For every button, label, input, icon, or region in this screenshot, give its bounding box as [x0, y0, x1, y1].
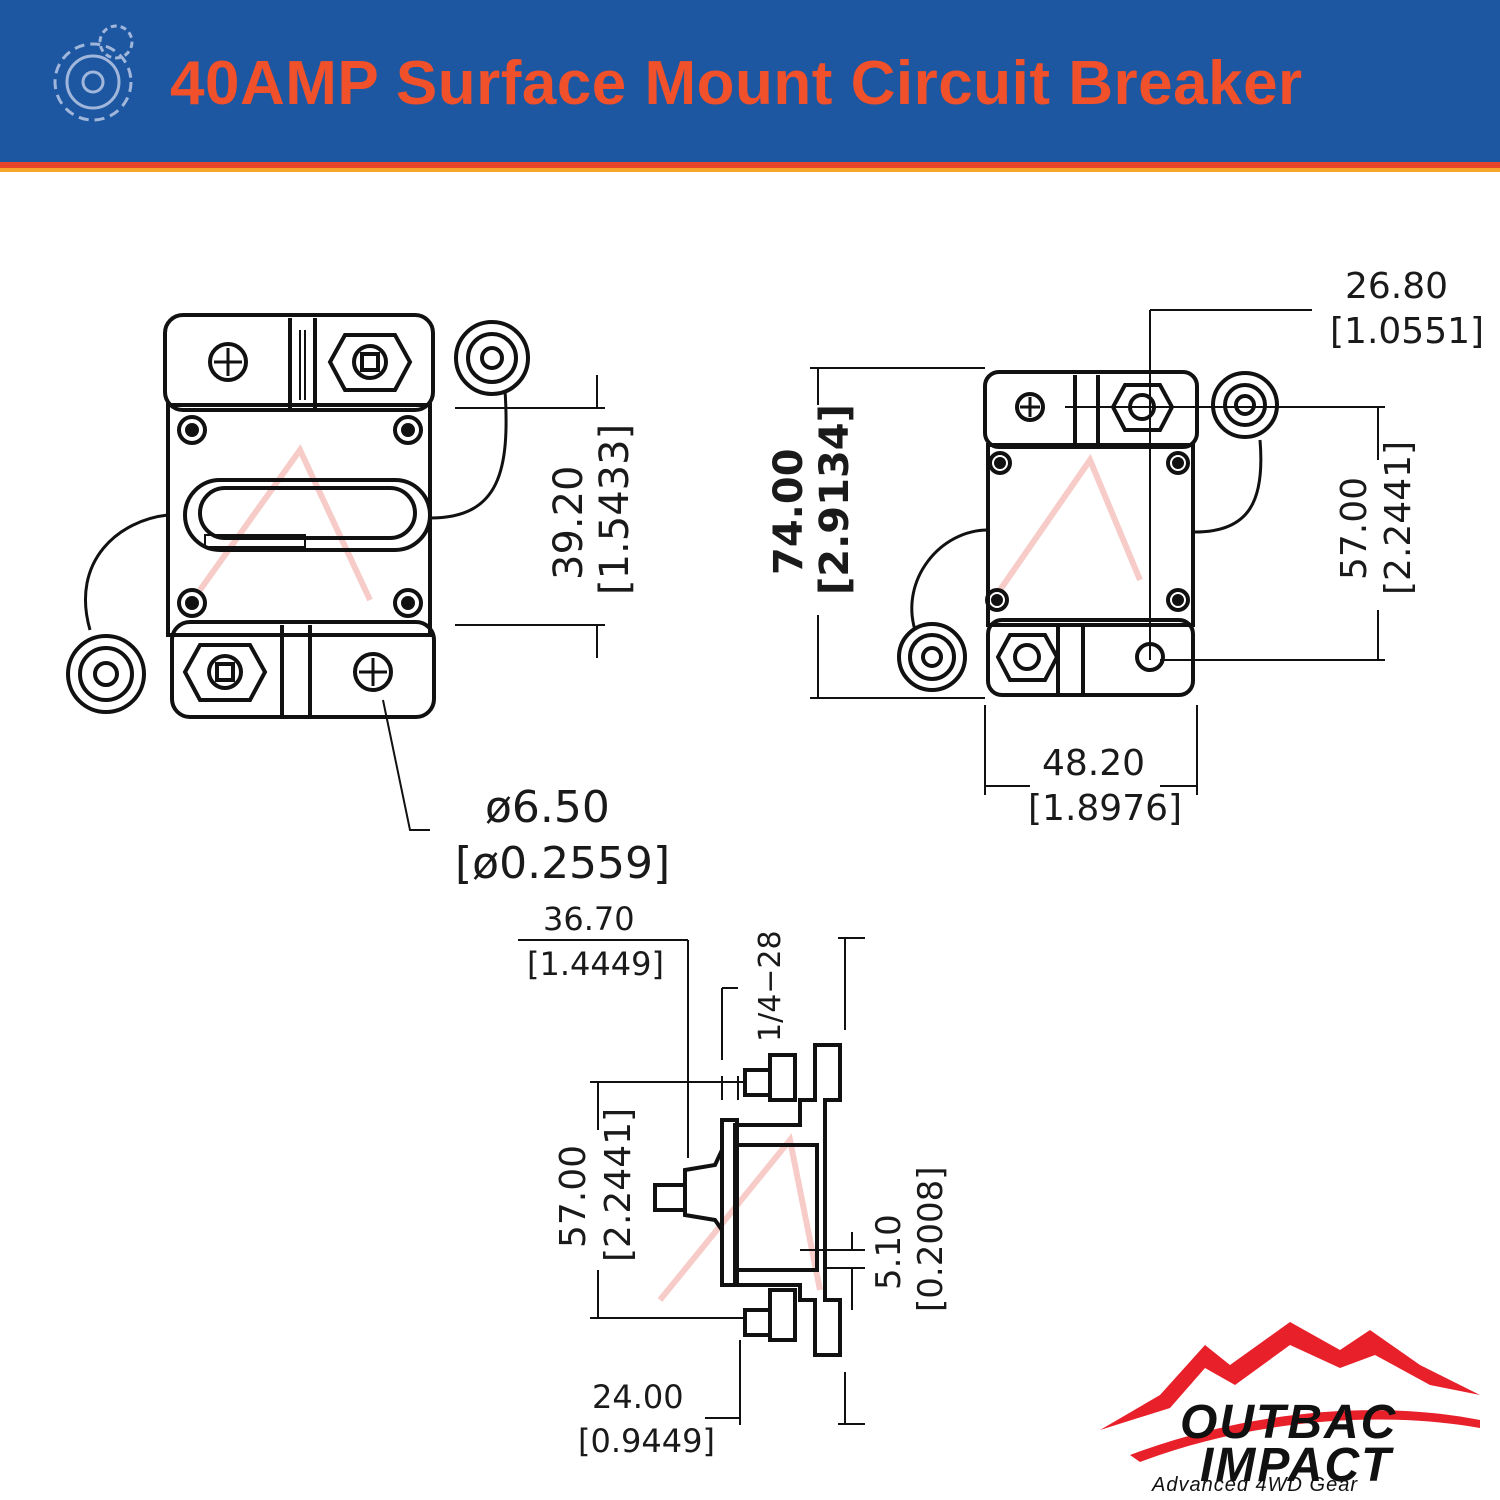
header-red-stripe — [0, 162, 1500, 168]
side-stud-spacing-in: [2.2441] — [598, 1108, 639, 1262]
header-orange-stripe — [0, 168, 1500, 172]
front-height-mm: 39.20 — [546, 465, 592, 580]
gear-icon — [53, 24, 134, 122]
header-banner — [0, 0, 1500, 162]
side-view-breaker — [653, 1043, 842, 1357]
width-in: [1.8976] — [1028, 788, 1182, 829]
overall-height-mm: 74.00 — [766, 448, 812, 575]
width-mm: 48.20 — [1042, 743, 1145, 784]
logo-line1: OUTBAC — [1180, 1396, 1398, 1449]
base-in: [0.9449] — [578, 1422, 715, 1460]
logo-line2: IMPACT — [1200, 1439, 1393, 1492]
hole-diameter-mm: ø6.50 — [485, 782, 610, 833]
flange-mm: 5.10 — [869, 1214, 909, 1290]
side-stud-spacing-mm: 57.00 — [553, 1145, 594, 1248]
front-height-in: [1.5433] — [592, 424, 638, 595]
side-depth-in: [1.4449] — [527, 945, 664, 983]
offset-in: [1.0551] — [1330, 311, 1484, 352]
base-mm: 24.00 — [592, 1378, 684, 1416]
thread-spec: 1/4−28 — [753, 930, 788, 1042]
rear-stud-spacing-mm: 57.00 — [1334, 477, 1375, 580]
mountain-logo — [1100, 1322, 1480, 1462]
rear-view-breaker — [897, 370, 1279, 697]
flange-in: [0.2008] — [911, 1167, 951, 1313]
front-view-breaker — [66, 313, 530, 719]
logo-tagline: Advanced 4WD Gear — [1152, 1474, 1358, 1496]
offset-mm: 26.80 — [1345, 266, 1448, 307]
rear-stud-spacing-in: [2.2441] — [1378, 441, 1419, 595]
hole-diameter-in: [ø0.2559] — [455, 838, 670, 889]
page-title: 40AMP Surface Mount Circuit Breaker — [170, 49, 1303, 118]
overall-height-in: [2.9134] — [812, 404, 858, 595]
side-depth-mm: 36.70 — [543, 900, 635, 938]
